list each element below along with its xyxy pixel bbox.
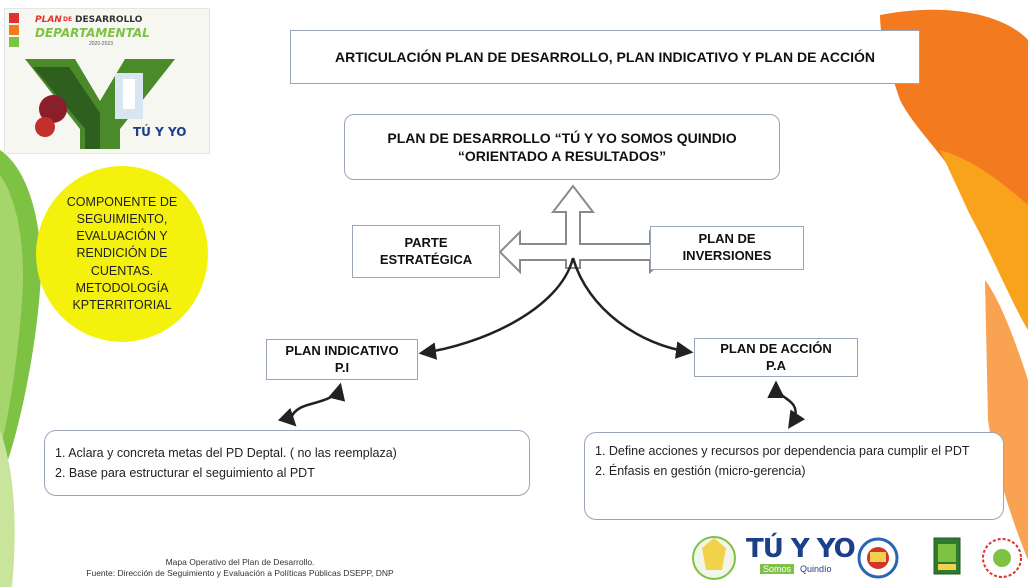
- crest-logo: [857, 537, 899, 579]
- emblem-logo: [692, 536, 736, 580]
- circle-line-3: EVALUACIÓN Y: [76, 229, 168, 244]
- logo-departamental-text: DEPARTAMENTAL: [35, 26, 150, 40]
- plan-desarrollo-line2: “ORIENTADO A RESULTADOS”: [457, 148, 667, 164]
- green-swoosh-bottom: [0, 430, 15, 587]
- left-list-item-2: 2. Base para estructurar el seguimiento …: [55, 466, 315, 480]
- arrow-to-plan-indicativo: [418, 257, 575, 360]
- arrow-to-plan-accion: [571, 257, 694, 359]
- title-text: ARTICULACIÓN PLAN DE DESARROLLO, PLAN IN…: [334, 48, 876, 65]
- plan-accion-box: PLAN DE ACCIÓN P.A: [694, 338, 858, 377]
- plan-accion-line2: P.A: [766, 357, 786, 373]
- plan-inversiones-line1: PLAN DE: [698, 231, 756, 247]
- right-list-item-2: 2. Énfasis en gestión (micro-gerencia): [595, 464, 806, 478]
- plan-indicativo-line2: P.I: [334, 359, 350, 375]
- plan-desarrollo-box: PLAN DE DESARROLLO “TÚ Y YO SOMOS QUINDI…: [344, 114, 780, 180]
- circle-line-1: COMPONENTE DE: [66, 194, 178, 209]
- orange-swoosh-lower: [985, 280, 1028, 560]
- plan-desarrollo-logo: PLAN DE DESARROLLO DEPARTAMENTAL 2020-20…: [4, 8, 210, 154]
- plan-inversiones-line2: INVERSIONES: [682, 248, 772, 263]
- logo-plan-text: PLAN: [35, 15, 62, 25]
- footer-line1: Mapa Operativo del Plan de Desarrollo.: [165, 557, 315, 567]
- logo-desarrollo-text: DESARROLLO: [75, 15, 143, 25]
- parte-estrategica-line1: PARTE: [404, 234, 448, 250]
- bottom-brand-tagline-1: Somos: [760, 564, 795, 574]
- plan-indicativo-description: 1. Aclara y concreta metas del PD Deptal…: [44, 430, 530, 496]
- footer-line2: Fuente: Dirección de Seguimiento y Evalu…: [86, 568, 394, 579]
- bottom-brand-text: TÚ Y YO: [746, 534, 856, 564]
- orange-swoosh-light: [940, 150, 1028, 330]
- arrow-pa-to-list: [767, 380, 806, 429]
- institution-logos: [692, 536, 1022, 580]
- parte-estrategica-box: PARTE ESTRATÉGICA: [352, 225, 500, 278]
- seguimiento-component-circle: COMPONENTE DE SEGUIMIENTO, EVALUACIÓN Y …: [36, 166, 208, 342]
- outlined-cross-arrow: [498, 184, 674, 275]
- plan-desarrollo-line1: PLAN DE DESARROLLO “TÚ Y YO SOMOS QUINDI…: [387, 129, 737, 146]
- circle-line-6: METODOLOGÍA: [75, 280, 169, 295]
- circle-line-4: RENDICIÓN DE: [76, 246, 168, 261]
- logo-brand-text: TÚ Y YO: [133, 125, 187, 139]
- quindio-shield-logo: [933, 537, 961, 575]
- circle-line-2: SEGUIMIENTO,: [76, 211, 168, 226]
- plan-accion-description: 1. Define acciones y recursos por depend…: [584, 432, 1004, 520]
- circle-line-5: CUENTAS.: [90, 263, 154, 278]
- title-box: ARTICULACIÓN PLAN DE DESARROLLO, PLAN IN…: [290, 30, 920, 84]
- left-list-item-1: 1. Aclara y concreta metas del PD Deptal…: [55, 446, 397, 460]
- right-list-item-1: 1. Define acciones y recursos por depend…: [595, 444, 970, 458]
- plan-inversiones-box: PLAN DE INVERSIONES: [650, 226, 804, 270]
- plan-indicativo-line1: PLAN INDICATIVO: [285, 342, 399, 358]
- bottom-brand-tagline-2: Quindío: [800, 564, 832, 574]
- logo-years-text: 2020-2023: [89, 41, 113, 47]
- logo-de-text: DE: [63, 16, 73, 23]
- round-seal-logo: [982, 538, 1022, 578]
- arrow-pi-to-list: [277, 382, 346, 427]
- footer-source: Mapa Operativo del Plan de Desarrollo. F…: [20, 557, 460, 580]
- plan-accion-line1: PLAN DE ACCIÓN: [720, 340, 832, 356]
- plan-indicativo-box: PLAN INDICATIVO P.I: [266, 339, 418, 380]
- green-swoosh-light: [0, 175, 24, 450]
- circle-line-7: KPTERRITORIAL: [72, 298, 172, 313]
- logo-artwork: [5, 9, 209, 153]
- parte-estrategica-line2: ESTRATÉGICA: [379, 251, 473, 267]
